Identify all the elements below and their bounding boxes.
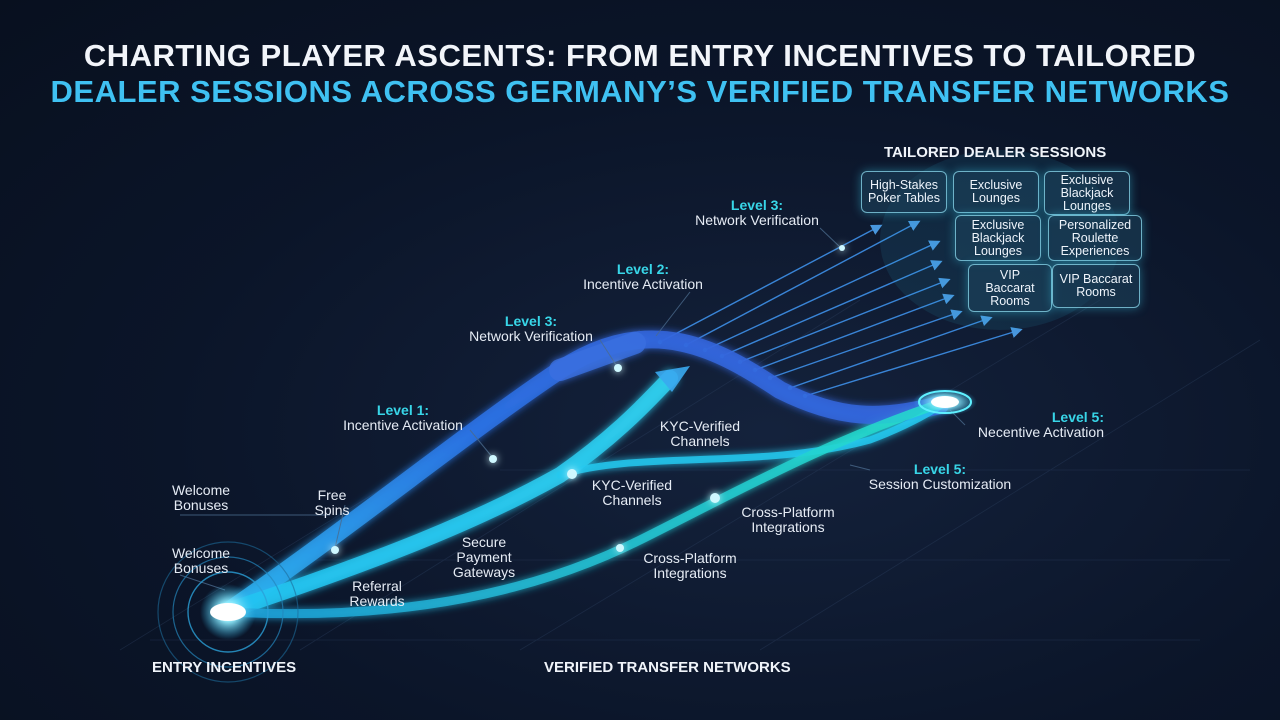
ribbon-blue-head <box>549 332 646 381</box>
sessions-heading: TAILORED DEALER SESSIONS <box>884 144 1107 161</box>
level-5-customization-label: Level 5: Session Customization <box>868 461 1012 492</box>
level-5-activation-label: Level 5: Necentive Activation <box>977 409 1104 440</box>
title-line-2: DEALER SESSIONS ACROSS GERMANY’S VERIFIE… <box>50 74 1230 109</box>
destination-node <box>913 388 977 416</box>
ribbon-cyan <box>222 370 678 618</box>
level-2-label: Level 2: Incentive Activation <box>583 261 703 292</box>
title-line-1: CHARTING PLAYER ASCENTS: FROM ENTRY INCE… <box>83 38 1197 73</box>
ribbon-teal <box>225 397 950 619</box>
level-3-top-label: Level 3: Network Verification <box>695 197 819 228</box>
level-3-mid-label: Level 3: Network Verification <box>469 313 593 344</box>
cyan-arrowhead <box>655 366 690 392</box>
leader-lines <box>179 227 966 591</box>
path-nodes <box>331 245 845 554</box>
level-1-label: Level 1: Incentive Activation <box>343 402 463 433</box>
verified-transfer-networks-label: VERIFIED TRANSFER NETWORKS <box>544 659 791 676</box>
entry-node <box>157 541 299 683</box>
entry-incentives-label: ENTRY INCENTIVES <box>152 659 297 676</box>
